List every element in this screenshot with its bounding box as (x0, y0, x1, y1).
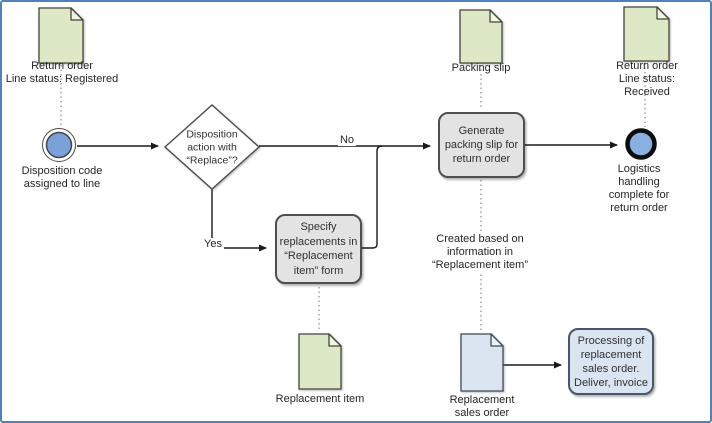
label-annotation-created: Created based on information in “Replace… (432, 233, 528, 272)
document-replacement-item-icon (298, 333, 342, 390)
label-return-order-registered: Return order Line status: Registered (5, 60, 119, 85)
document-packing-slip-icon (459, 9, 503, 64)
no-branch-label: No (337, 134, 357, 146)
document-return-order-received-icon (623, 6, 670, 62)
gateway-question-label: Disposition action with “Replace”? (186, 128, 238, 167)
start-event-icon (42, 128, 76, 162)
task-processing-label: Processing of replacement sales order. D… (574, 334, 648, 389)
label-start-event: Disposition code assigned to line (21, 165, 103, 190)
label-replacement-sales-order: Replacement sales order (449, 394, 515, 419)
task-specify-label: Specify replacements in “Replacement ite… (279, 221, 358, 277)
flow-specify-merge (362, 145, 383, 249)
document-return-order-registered-icon (38, 7, 84, 64)
label-return-order-received: Return order Line status: Received (616, 60, 678, 98)
yes-branch-label: Yes (202, 238, 224, 250)
task-generate-label: Generate packing slip for return order (444, 125, 519, 165)
label-packing-slip: Packing slip (451, 62, 511, 74)
task-processing-sales-order: Processing of replacement sales order. D… (568, 328, 654, 395)
task-generate-packing-slip: Generate packing slip for return order (438, 112, 525, 178)
end-event-icon (625, 128, 657, 160)
gateway-diamond (163, 104, 261, 190)
document-replacement-sales-order-icon (460, 333, 504, 392)
task-specify-replacements: Specify replacements in “Replacement ite… (275, 214, 362, 284)
label-end-event: Logistics handling complete for return o… (608, 163, 670, 214)
label-replacement-item: Replacement item (275, 393, 365, 405)
